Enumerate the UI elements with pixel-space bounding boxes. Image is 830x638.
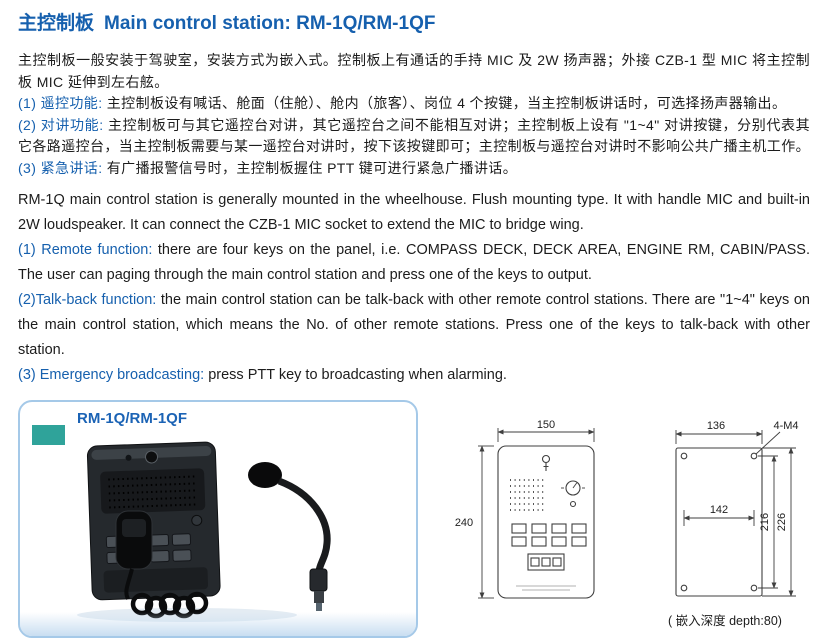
front-view: 150 240 [455,419,595,599]
mic-hook [527,553,565,571]
page-title-en: Main control station: RM-1Q/RM-1QF [104,13,436,34]
feature-zh-remote: (1) 遥控功能: 主控制板设有喊话、舱面（住舱）、舱内（旅客）、岗位 4 个按… [18,93,810,115]
feature-zh-emergency-label: (3) 紧急讲话: [18,159,107,176]
page-title-zh: 主控制板 [18,13,95,34]
screw-spec-label: 4-M4 [773,420,798,432]
feature-en-emergency-text: press PTT key to broadcasting when alarm… [208,367,507,383]
product-model-label: RM-1Q/RM-1QF [77,410,187,427]
feature-en-remote-label: (1) Remote function: [18,242,158,258]
feature-zh-talkback-text: 主控制板可与其它遥控台对讲，其它遥控台之间不能相互对讲；主控制板上设有 "1~4… [18,116,810,155]
depth-note: ( 嵌入深度 depth:80) [668,613,782,628]
product-photo-illustration [77,441,331,622]
feature-zh-remote-text: 主控制板设有喊话、舱面（住舱）、舱内（旅客）、岗位 4 个按键，当主控制板讲话时… [106,95,787,111]
dim-hole-span-width: 142 [710,504,728,516]
cutout-view: 136 4-M4 142 216 [675,420,799,597]
speaker-grille [510,479,544,511]
dim-front-width: 150 [537,419,555,431]
feature-zh-emergency-text: 有广播报警信号时，主控制板握住 PTT 键可进行紧急广播讲话。 [106,159,518,176]
feature-zh-talkback: (2) 对讲功能: 主控制板可与其它遥控台对讲，其它遥控台之间不能相互对讲；主控… [18,115,810,158]
feature-en-talkback-text: the main control station can be talk-bac… [18,292,810,358]
dimension-drawing-svg: 150 240 [455,419,799,628]
feature-en-emergency: (3) Emergency broadcasting: press PTT ke… [18,363,810,388]
dimension-drawing: 150 240 [450,416,822,637]
volume-knob [561,480,585,508]
feature-en-emergency-label: (3) Emergency broadcasting: [18,367,209,383]
control-panel-device [86,441,221,601]
dim-hole-span-height: 216 [759,513,771,531]
feature-en-remote: (1) Remote function: there are four keys… [18,238,810,288]
product-photo-box: RM-1Q/RM-1QF [18,400,418,638]
gooseneck-mic [248,462,331,611]
product-photo [32,428,404,629]
feature-en-talkback: (2)Talk-back function: the main control … [18,288,810,363]
intro-paragraph-zh: 主控制板一般安装于驾驶室，安装方式为嵌入式。控制板上有通话的手持 MIC 及 2… [18,52,810,90]
feature-zh-emergency: (3) 紧急讲话: 有广播报警信号时，主控制板握住 PTT 键可进行紧急广播讲话… [18,158,810,180]
bottom-section: RM-1Q/RM-1QF [18,400,810,638]
dim-front-height: 240 [455,517,473,529]
dim-rear-height: 226 [776,513,788,531]
feature-en-talkback-label: (2)Talk-back function: [18,292,161,308]
feature-zh-remote-label: (1) 遥控功能: [18,95,107,111]
handheld-mic [115,510,153,600]
feature-en-remote-text: there are four keys on the panel, i.e. C… [18,242,810,283]
dim-rear-width: 136 [707,420,725,432]
photo-corner-accent [32,425,65,445]
intro-paragraph-en: RM-1Q main control station is generally … [18,192,810,233]
key-buttons [511,523,587,547]
page-title: 主控制板 Main control station: RM-1Q/RM-1QF [18,8,810,35]
feature-zh-talkback-label: (2) 对讲功能: [18,116,109,133]
